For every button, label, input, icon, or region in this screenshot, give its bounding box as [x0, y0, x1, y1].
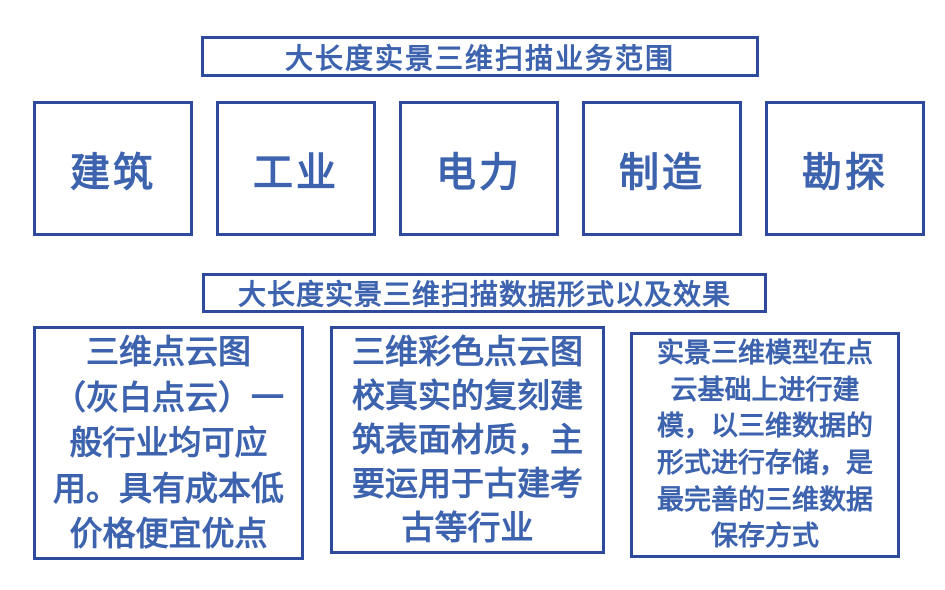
industry-label-manufacturing: 制造 — [619, 150, 705, 195]
card-color-point-cloud: 三维彩色点云图 校真实的复刻建 筑表面材质，主 要运用于古建考 古等行业 — [330, 326, 605, 554]
industry-label-industrial: 工业 — [253, 150, 339, 195]
card-point-cloud: 三维点云图 （灰白点云）一 般行业均可应 用。具有成本低 价格便宜优点 — [33, 326, 304, 560]
card-3d-model-text: 实景三维模型在点 云基础上进行建 模，以三维数据的 形式进行存储，是 最完善的三… — [657, 337, 873, 552]
card-point-cloud-text: 三维点云图 （灰白点云）一 般行业均可应 用。具有成本低 价格便宜优点 — [53, 333, 284, 553]
industry-box-industrial: 工业 — [216, 101, 376, 236]
industry-label-construction: 建筑 — [70, 150, 156, 195]
industry-label-power: 电力 — [436, 150, 522, 195]
scope-title-box: 大长度实景三维扫描业务范围 — [201, 36, 759, 77]
data-format-title-box: 大长度实景三维扫描数据形式以及效果 — [202, 273, 767, 313]
industry-row: 建筑 工业 电力 制造 勘探 — [33, 101, 925, 236]
industry-label-exploration: 勘探 — [802, 150, 888, 195]
scope-title: 大长度实景三维扫描业务范围 — [284, 42, 675, 74]
card-color-point-cloud-text: 三维彩色点云图 校真实的复刻建 筑表面材质，主 要运用于古建考 古等行业 — [352, 333, 583, 546]
data-cards-row: 三维点云图 （灰白点云）一 般行业均可应 用。具有成本低 价格便宜优点 三维彩色… — [33, 326, 900, 560]
card-3d-model: 实景三维模型在点 云基础上进行建 模，以三维数据的 形式进行存储，是 最完善的三… — [630, 332, 900, 558]
industry-box-power: 电力 — [399, 101, 559, 236]
industry-box-construction: 建筑 — [33, 101, 193, 236]
industry-box-manufacturing: 制造 — [582, 101, 742, 236]
industry-box-exploration: 勘探 — [765, 101, 925, 236]
data-format-title: 大长度实景三维扫描数据形式以及效果 — [237, 279, 731, 310]
